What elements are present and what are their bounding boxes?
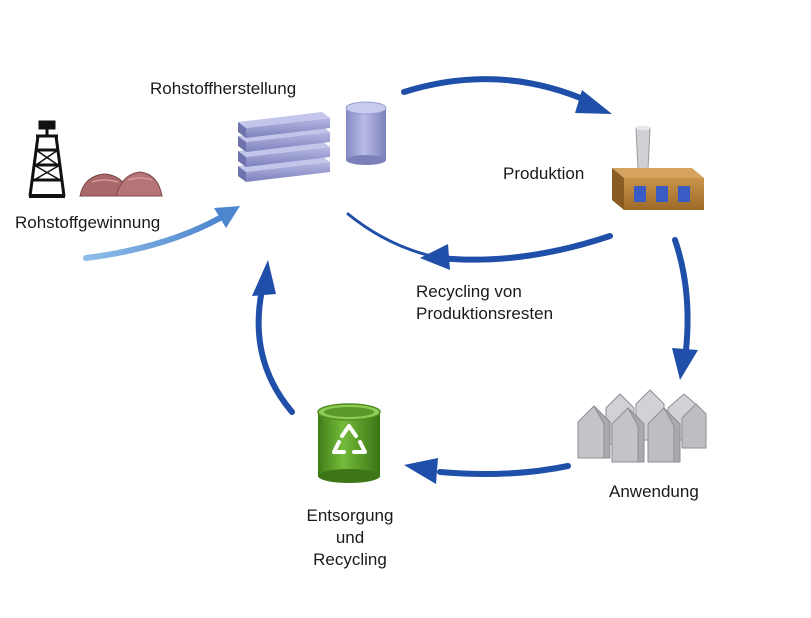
cycle-arrow-production-recycling [346, 212, 613, 270]
ore-heap-icon [79, 171, 163, 197]
houses-icon [577, 389, 707, 463]
label-recycling-produktionsresten: Recycling von Produktionsresten [416, 281, 553, 325]
factory-icon [612, 125, 704, 210]
recycle-bin-icon [317, 403, 381, 483]
cylinder-icon [345, 101, 387, 165]
input-arrow [83, 206, 240, 261]
label-entsorgung-line3: Recycling [313, 550, 387, 569]
label-rohstoffherstellung: Rohstoffherstellung [150, 79, 297, 98]
label-anwendung: Anwendung [609, 482, 699, 501]
label-entsorgung-recycling: Entsorgung und Recycling [290, 505, 410, 571]
recycle-symbol-icon [332, 424, 367, 454]
oil-derrick-icon [28, 120, 66, 198]
label-recycling-line1: Recycling von [416, 282, 522, 301]
cycle-arrow-herstellung-to-produktion [401, 76, 612, 114]
label-entsorgung-line2: und [335, 528, 365, 547]
cycle-arrow-entsorgung-to-herstellung [252, 260, 295, 415]
cycle-arrow-produktion-to-anwendung [672, 237, 698, 380]
label-produktion: Produktion [503, 164, 585, 183]
label-recycling-line2: Produktionsresten [416, 304, 554, 323]
label-entsorgung-line1: Entsorgung [306, 506, 394, 525]
stacked-slabs-icon [238, 112, 330, 182]
label-rohstoffgewinnung: Rohstoffgewinnung [15, 213, 161, 232]
cycle-arrow-anwendung-to-entsorgung [404, 458, 571, 484]
